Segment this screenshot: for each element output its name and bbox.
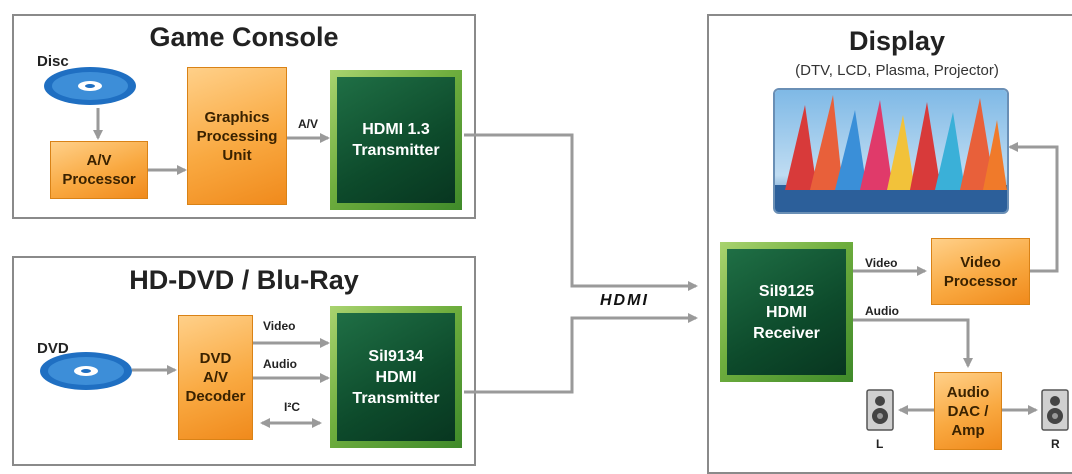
right-speaker-icon <box>1041 389 1069 431</box>
left-speaker-icon <box>866 389 894 431</box>
receiver-audio-label: Audio <box>865 304 899 318</box>
decoder-audio-label: Audio <box>263 357 297 371</box>
sii9134-transmitter-label: SiI9134 HDMI Transmitter <box>337 313 455 441</box>
sii9125-receiver-label: SiI9125 HDMI Receiver <box>727 249 846 375</box>
windsurf-picture <box>775 90 1007 212</box>
hdmi-logo-label: HDMI <box>600 292 649 309</box>
sii9125-receiver-chip: SiI9125 HDMI Receiver <box>720 242 853 382</box>
display-title: Display <box>848 26 946 56</box>
video-processor-box: Video Processor <box>931 238 1030 305</box>
decoder-video-label: Video <box>263 319 296 333</box>
receiver-audio-line <box>853 318 973 368</box>
disc-icon <box>44 67 136 105</box>
dvd-disc-icon <box>40 352 132 390</box>
game-console-title: Game Console <box>149 22 339 52</box>
console-hdmi-link <box>464 133 698 291</box>
dvd-label: DVD <box>37 340 69 357</box>
receiver-video-label: Video <box>865 256 898 270</box>
disc-label: Disc <box>37 53 69 70</box>
left-speaker-label: L <box>876 437 884 451</box>
dvd-decoder-box: DVD A/V Decoder <box>178 315 253 440</box>
connection-lines <box>93 108 1059 428</box>
hdmi-13-transmitter-chip: HDMI 1.3 Transmitter <box>330 70 462 210</box>
display-subtitle: (DTV, LCD, Plasma, Projector) <box>795 62 999 79</box>
hdmi-13-transmitter-label: HDMI 1.3 Transmitter <box>337 77 455 203</box>
av-processor-box: A/V Processor <box>50 141 148 199</box>
av-link-label: A/V <box>298 117 319 131</box>
display-screen-image <box>773 88 1009 214</box>
player-title: HD-DVD / Blu-Ray <box>129 265 359 295</box>
right-speaker-label: R <box>1051 437 1060 451</box>
gpu-box: Graphics Processing Unit <box>187 67 287 205</box>
i2c-label: I²C <box>284 400 300 414</box>
audio-dac-box: Audio DAC / Amp <box>934 372 1002 450</box>
video-processor-to-screen-line <box>1008 142 1059 273</box>
sii9134-transmitter-chip: SiI9134 HDMI Transmitter <box>330 306 462 448</box>
player-hdmi-link <box>464 313 698 394</box>
